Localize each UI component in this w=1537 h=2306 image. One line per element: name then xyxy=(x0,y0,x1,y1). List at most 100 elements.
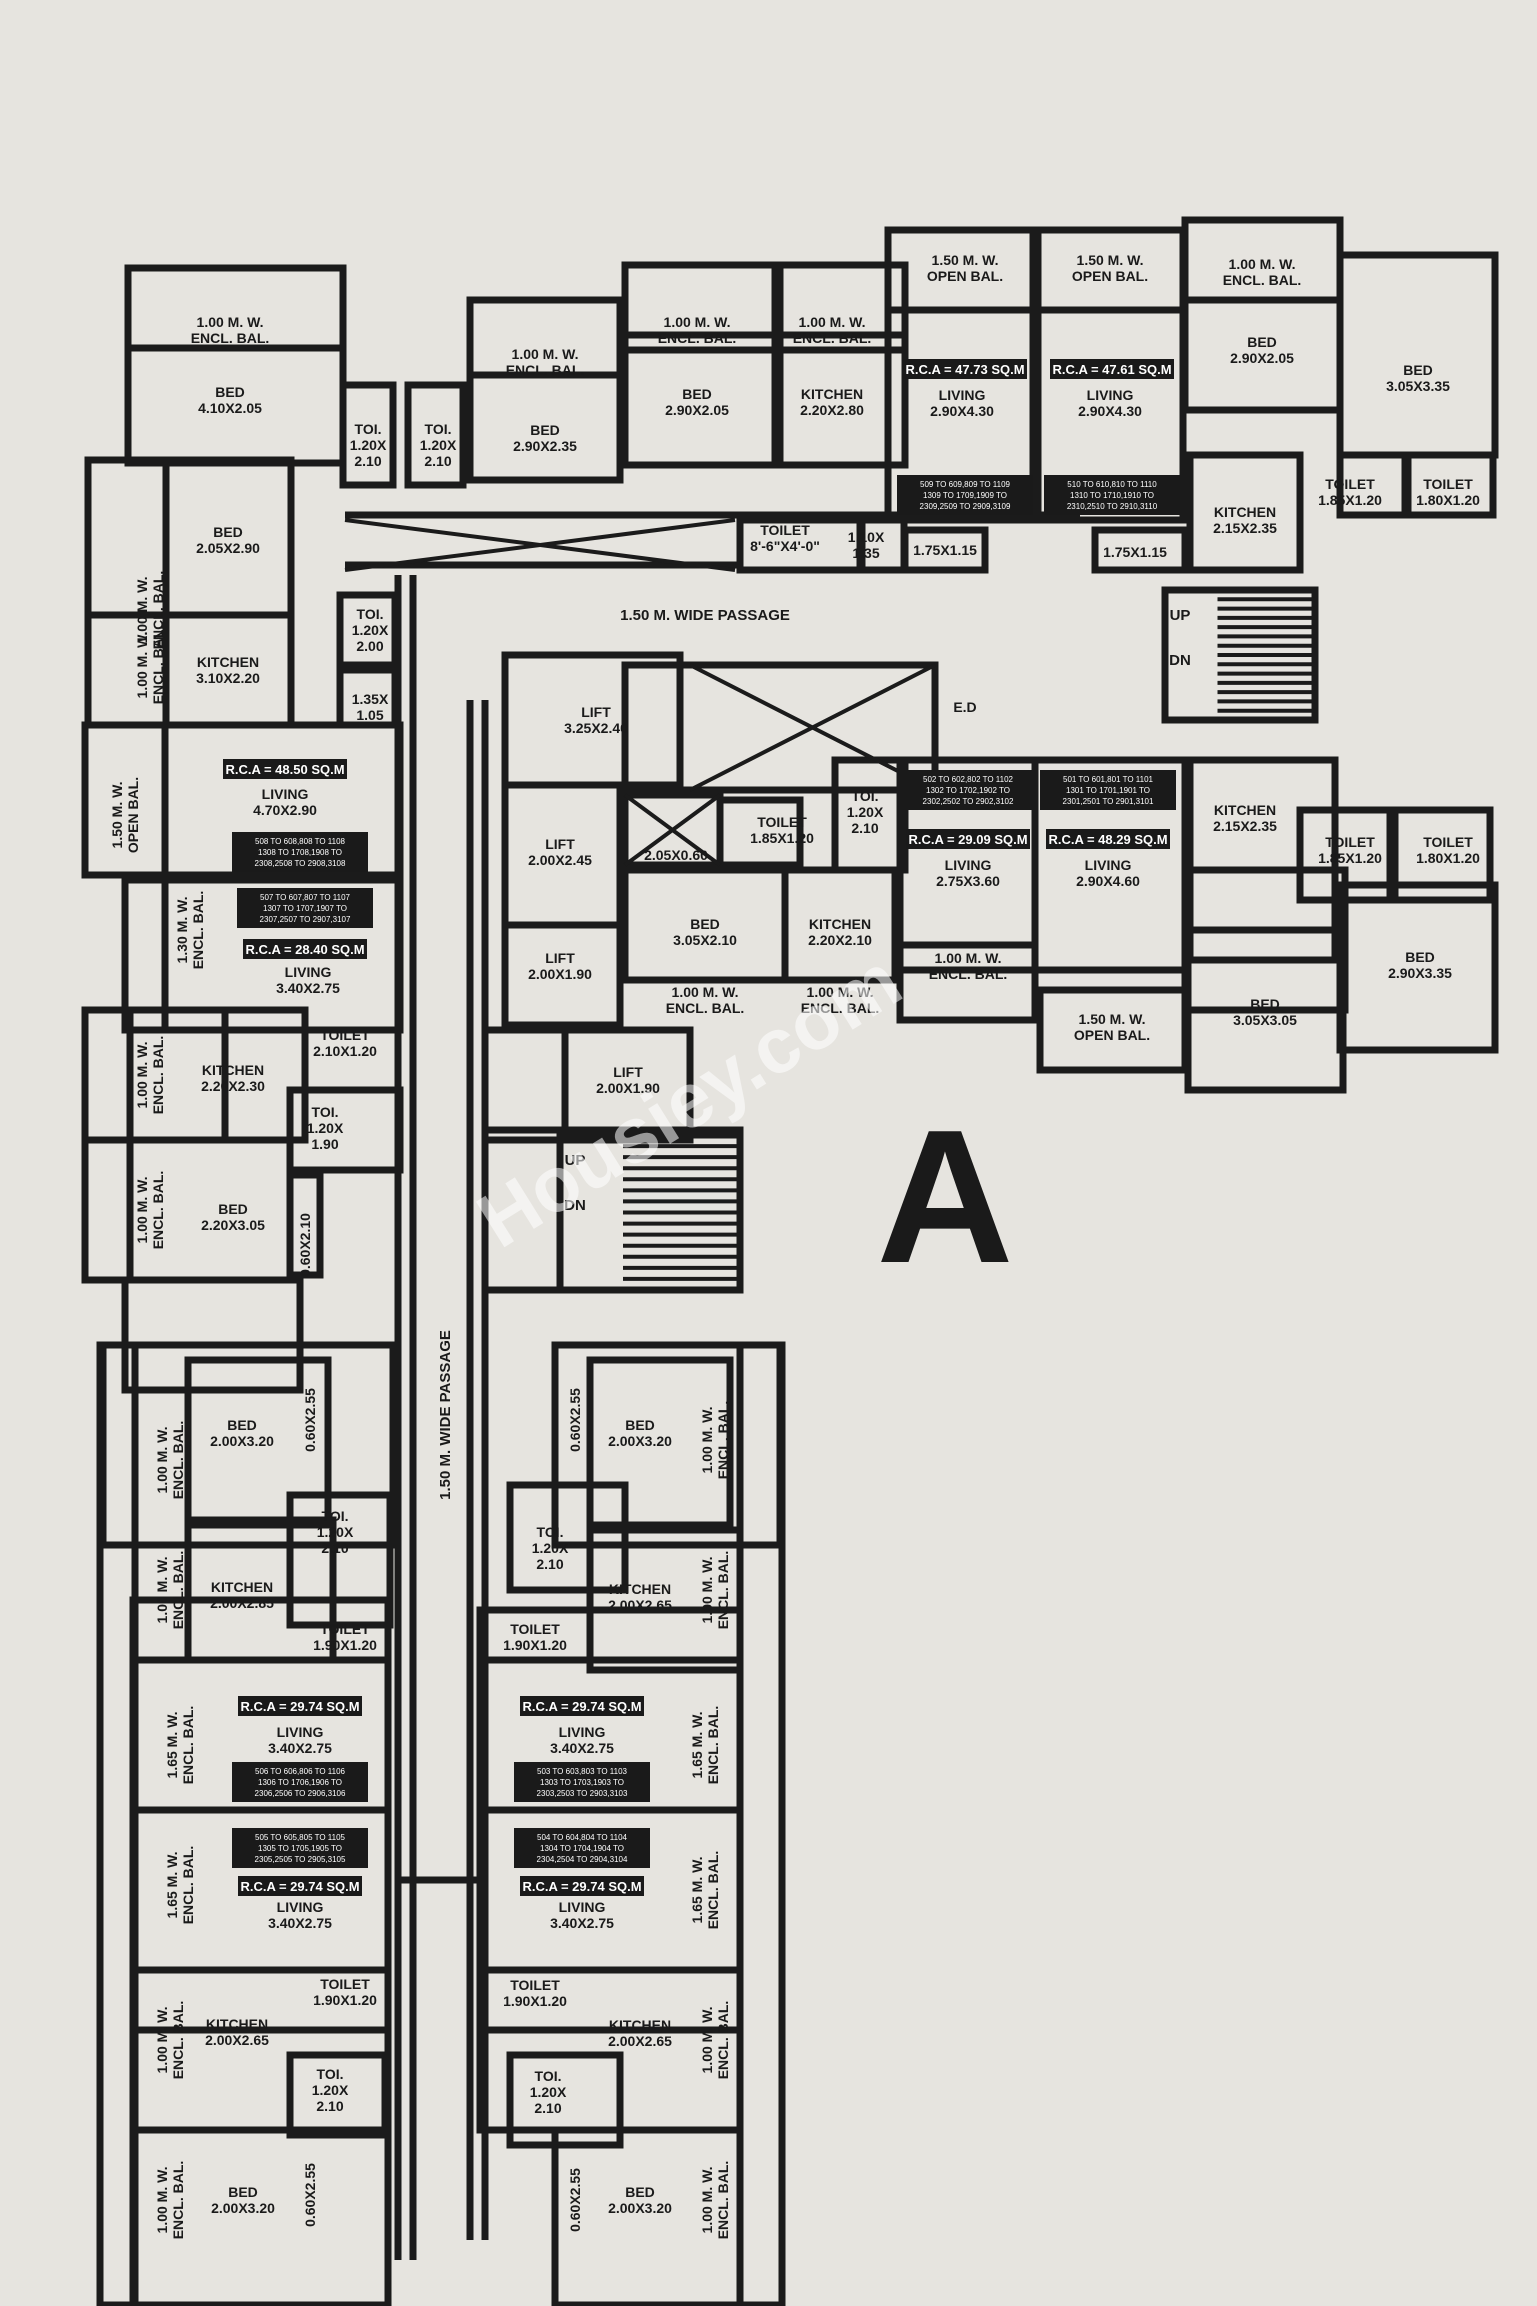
flat-note-line: 2307,2507 TO 2907,3107 xyxy=(260,915,351,924)
room-label-line: OPEN BAL. xyxy=(1074,1027,1150,1043)
room-label-line: 1.00 M. W. xyxy=(1229,256,1296,272)
room-label-line: TOILET xyxy=(757,814,807,830)
room-label: 1.00 M. W.ENCL. BAL. xyxy=(1223,256,1302,288)
flat-note-bg xyxy=(1044,475,1180,515)
flat-note-bg xyxy=(232,832,368,872)
room-label-line: 3.05X2.10 xyxy=(673,932,737,948)
room-label: 1.00 M. W.ENCL. BAL. xyxy=(699,2161,731,2240)
wall-segment xyxy=(831,756,909,874)
room-label-line: 1.20X xyxy=(420,437,457,453)
room-label-line: TOI. xyxy=(317,2066,344,2082)
room-label-line: 2.90X4.30 xyxy=(930,403,994,419)
room-label-line: TOI. xyxy=(357,606,384,622)
room-label-line: BED xyxy=(625,1417,655,1433)
room-label: 0.60X2.55 xyxy=(567,1388,583,1452)
room-label-line: 2.00X1.90 xyxy=(528,966,592,982)
room-label-line: ENCL. BAL. xyxy=(715,1551,731,1630)
room-label-line: ENCL. BAL. xyxy=(715,2161,731,2240)
flat-note-line: 501 TO 601,801 TO 1101 xyxy=(1063,775,1154,784)
flat-note-line: 1307 TO 1707,1907 TO xyxy=(263,904,347,913)
room-label-line: BED xyxy=(218,1201,248,1217)
room-label-line: KITCHEN xyxy=(1214,802,1276,818)
rca-tag: R.C.A = 47.73 SQ.M xyxy=(903,359,1027,379)
room-label: TOI.1.20X2.10 xyxy=(530,2068,567,2116)
room-label-line: 1.00 M. W. xyxy=(799,314,866,330)
wall-segment xyxy=(506,2051,624,2149)
flat-note-line: 2306,2506 TO 2906,3106 xyxy=(255,1789,346,1798)
rca-tag: R.C.A = 28.40 SQ.M xyxy=(243,939,367,959)
room-label-line: ENCL. BAL. xyxy=(150,571,166,650)
room-label-line: LIVING xyxy=(559,1899,606,1915)
room-label-line: LIFT xyxy=(613,1064,643,1080)
room-label-line: 3.40X2.75 xyxy=(550,1915,614,1931)
room-label-line: 1.50 M. W. xyxy=(932,252,999,268)
room-label-line: 1.75X1.15 xyxy=(913,542,977,558)
room-label-line: 1.00 M. W. xyxy=(134,1177,150,1244)
rca-tag: R.C.A = 29.09 SQ.M xyxy=(906,829,1030,849)
flat-note-bg xyxy=(1040,770,1176,810)
room-label-line: 1.65 M. W. xyxy=(689,1712,705,1779)
room-label-line: 1.35 xyxy=(852,545,879,561)
wall-segment xyxy=(184,1356,332,1529)
room-label-line: KITCHEN xyxy=(211,1579,273,1595)
flat-note-line: 507 TO 607,807 TO 1107 xyxy=(260,893,351,902)
room-label-line: 1.20X xyxy=(312,2082,349,2098)
room-label: 1.00 M. W.ENCL. BAL. xyxy=(154,2161,186,2240)
wall-segment xyxy=(736,1341,786,2306)
room-label-line: 1.75X1.15 xyxy=(1103,544,1167,560)
flat-note-bg xyxy=(897,475,1033,515)
room-label-line: BED xyxy=(1403,362,1433,378)
flat-note-bg xyxy=(900,770,1036,810)
room-label-line: 3.40X2.75 xyxy=(268,1915,332,1931)
room-label-line: 2.00X3.20 xyxy=(608,1433,672,1449)
passage-label-vertical: 1.50 M. WIDE PASSAGE xyxy=(437,1330,454,1500)
room-label-line: 1.05 xyxy=(356,707,383,723)
room-label-line: 4.10X2.05 xyxy=(198,400,262,416)
rca-tag-text: R.C.A = 29.09 SQ.M xyxy=(908,832,1027,847)
room-label-line: ENCL. BAL. xyxy=(170,2001,186,2080)
room-label-line: 1.20X xyxy=(847,804,884,820)
flat-note-bg xyxy=(514,1762,650,1802)
room-label-line: LIVING xyxy=(559,1724,606,1740)
room-label-line: TOILET xyxy=(1325,476,1375,492)
room-label-line: ENCL. BAL. xyxy=(929,966,1008,982)
room-label-line: 1.00 M. W. xyxy=(154,1557,170,1624)
room-label-line: TOI. xyxy=(537,1524,564,1540)
room-label-line: 1.50 M. W. xyxy=(109,782,125,849)
rca-tag-text: R.C.A = 29.74 SQ.M xyxy=(522,1879,641,1894)
room-label-line: 2.05X2.90 xyxy=(196,540,260,556)
room-label-line: 2.10 xyxy=(534,2100,561,2116)
wall-segment xyxy=(561,1026,694,1144)
flat-note-line: 502 TO 602,802 TO 1102 xyxy=(923,775,1014,784)
room-label-line: TOI. xyxy=(535,2068,562,2084)
room-label-line: OPEN BAL. xyxy=(1072,268,1148,284)
room-label-line: KITCHEN xyxy=(609,2017,671,2033)
room-label-line: ENCL. BAL. xyxy=(170,1551,186,1630)
walls xyxy=(81,216,1499,2306)
room-label-line: ENCL. BAL. xyxy=(190,891,206,970)
wall-segment xyxy=(1091,526,1189,574)
room-label-line: 3.05X3.05 xyxy=(1233,1012,1297,1028)
flat-note-line: 2305,2505 TO 2905,3105 xyxy=(255,1855,346,1864)
room-label-line: KITCHEN xyxy=(206,2016,268,2032)
room-label-line: 4.70X2.90 xyxy=(253,802,317,818)
wall-segment xyxy=(286,1491,394,1629)
rca-tag-text: R.C.A = 28.40 SQ.M xyxy=(245,942,364,957)
room-label: 1.00 M. W.ENCL. BAL. xyxy=(154,2001,186,2080)
room-label-line: 2.00X1.90 xyxy=(596,1080,660,1096)
rca-tag: R.C.A = 29.74 SQ.M xyxy=(520,1696,644,1716)
room-label-line: ENCL. BAL. xyxy=(506,362,585,378)
